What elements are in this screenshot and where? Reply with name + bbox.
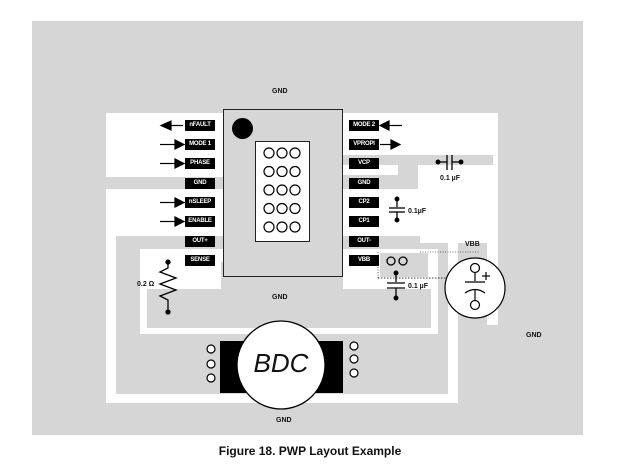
- arrow-enable-head: [174, 216, 186, 227]
- thermal-via: [263, 184, 275, 196]
- pin-nsleep: nSLEEP: [185, 197, 215, 208]
- figure-caption: Figure 18. PWP Layout Example: [218, 444, 402, 458]
- pin-phase: PHASE: [185, 158, 215, 169]
- thermal-via: [276, 202, 288, 215]
- pin-cp2: CP2: [349, 197, 379, 208]
- vbb-trace-right: [487, 155, 498, 325]
- vbb-label: VBB: [465, 241, 480, 248]
- pin-vpropi: VPROPI: [349, 139, 379, 150]
- cap-cp-label: 0.1µF: [408, 208, 427, 215]
- motor-vias: [206, 341, 359, 383]
- pin-cp1: CP1: [349, 216, 379, 227]
- thermal-via: [263, 165, 275, 178]
- gnd-label-bottom: GND: [276, 417, 292, 424]
- pin1-marker: [232, 118, 253, 139]
- vbb-trace: [420, 233, 487, 243]
- thermal-via: [263, 202, 275, 215]
- arrow-mode2-head: [378, 120, 390, 131]
- pin-sense: SENSE: [185, 255, 215, 266]
- cap-vbb-label: 0.1 µF: [408, 283, 428, 290]
- motor-label: BDC: [253, 348, 309, 378]
- sense-resistor: [158, 259, 178, 315]
- gnd-label-top: GND: [272, 88, 288, 95]
- gnd-label-right: GND: [526, 332, 542, 339]
- pin-gnd-right: GND: [349, 178, 379, 189]
- pin-mode2: MODE 2: [349, 120, 379, 131]
- arrow-nfault-head: [159, 120, 172, 131]
- capacitor-vcp: [435, 155, 464, 170]
- thermal-via: [289, 221, 301, 233]
- gnd-label-center: GND: [272, 294, 288, 301]
- vbb-vias: [386, 256, 408, 266]
- thermal-via: [289, 184, 301, 196]
- capacitor-vbb: [387, 270, 405, 301]
- pin-enable: ENABLE: [185, 216, 215, 227]
- thermal-via: [263, 221, 275, 233]
- vcp-trace: [343, 155, 493, 165]
- thermal-via: [289, 147, 301, 159]
- pin-nfault: nFAULT: [185, 120, 215, 131]
- bulk-capacitor: [444, 257, 506, 319]
- thermal-via: [276, 221, 288, 233]
- arrow-mode1-head: [174, 139, 186, 150]
- thermal-via: [276, 184, 288, 196]
- motor-body: [220, 320, 343, 410]
- arrow-vpropi-head: [390, 139, 402, 150]
- resistor-value-label: 0.2 Ω: [137, 281, 155, 288]
- thermal-via: [276, 165, 288, 178]
- cap-vcp-label: 0.1 µF: [440, 175, 460, 182]
- capacitor-cp: [389, 196, 405, 223]
- pin-out-plus: OUT+: [185, 236, 215, 247]
- arrow-phase-head: [174, 158, 186, 169]
- vcp-trace-gap: [418, 165, 487, 235]
- pin-out-minus: OUT-: [349, 236, 379, 247]
- pin-gnd-left: GND: [185, 178, 215, 189]
- pin-vbb: VBB: [349, 255, 379, 266]
- thermal-via: [289, 202, 301, 215]
- thermal-via: [276, 147, 288, 159]
- arrow-nsleep-head: [174, 197, 186, 208]
- thermal-via: [289, 165, 301, 178]
- pin-mode1: MODE 1: [185, 139, 215, 150]
- thermal-vias: [263, 147, 301, 233]
- thermal-via: [263, 147, 275, 159]
- pin-vcp: VCP: [349, 158, 379, 169]
